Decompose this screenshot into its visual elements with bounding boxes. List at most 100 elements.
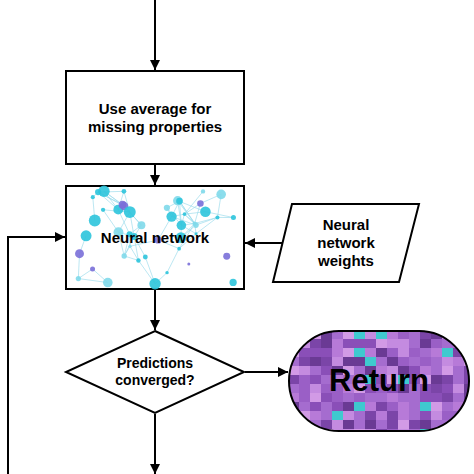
mosaic-cell (299, 402, 310, 411)
mosaic-cell (387, 339, 398, 348)
mosaic-cell (365, 348, 376, 357)
mosaic-cell (409, 402, 420, 411)
mosaic-cell (310, 375, 321, 384)
mosaic-cell (310, 339, 321, 348)
network-dot (137, 221, 145, 229)
mosaic-cell (453, 420, 464, 429)
mosaic-cell (442, 393, 453, 402)
mosaic-cell (376, 348, 387, 357)
mosaic-cell (354, 411, 365, 420)
network-dot (193, 222, 199, 228)
mosaic-cell (464, 331, 469, 339)
parallelogram-border (273, 204, 419, 282)
mosaic-cell (453, 393, 464, 402)
mosaic-cell (310, 384, 321, 393)
network-link (196, 217, 218, 225)
mosaic-cell (343, 348, 354, 357)
mosaic-cell (310, 348, 321, 357)
incoming-arrow (154, 0, 156, 70)
decision-diamond: Predictions converged? (65, 330, 245, 414)
network-dot (165, 271, 168, 274)
mosaic-cell (420, 402, 431, 411)
mosaic-cell (289, 375, 299, 384)
mosaic-cell (431, 366, 442, 375)
flow-arrow (154, 290, 156, 330)
network-dot (121, 253, 126, 258)
mosaic-cell (321, 402, 332, 411)
mosaic-cell (299, 375, 310, 384)
mosaic-cell (464, 429, 469, 431)
mosaic-cell (431, 357, 442, 366)
mosaic-cell (365, 331, 376, 339)
pill-border (289, 331, 469, 431)
mosaic-cell (365, 339, 376, 348)
feedback-loop (8, 237, 65, 474)
mosaic-cell (289, 339, 299, 348)
mosaic-cell (332, 339, 343, 348)
network-dot (223, 253, 230, 260)
mosaic-cell (354, 331, 365, 339)
network-dot (200, 206, 211, 217)
mosaic-cell (299, 384, 310, 393)
mosaic-cell (453, 375, 464, 384)
mosaic-cell (398, 420, 409, 429)
mosaic-cell (310, 366, 321, 375)
mosaic-cell (420, 411, 431, 420)
mosaic-cell (464, 411, 469, 420)
mosaic-cell (464, 420, 469, 429)
network-dot (187, 263, 190, 266)
mosaic-cell (420, 348, 431, 357)
mosaic-cell (387, 331, 398, 339)
mosaic-cell (453, 366, 464, 375)
flow-arrow (245, 371, 288, 373)
network-dot (176, 198, 183, 205)
network-dot (124, 206, 136, 218)
terminal-pill: Return (288, 330, 470, 432)
mosaic-cell (453, 384, 464, 393)
mosaic-cell (442, 357, 453, 366)
mosaic-cell (376, 331, 387, 339)
mosaic-cell (420, 420, 431, 429)
mosaic-cell (365, 411, 376, 420)
flow-arrow (154, 165, 156, 185)
network-dot (90, 266, 95, 271)
network-link (130, 246, 138, 260)
mosaic-cell (343, 402, 354, 411)
mosaic-cell (310, 411, 321, 420)
mosaic-cell (365, 402, 376, 411)
mosaic-cell (409, 339, 420, 348)
network-dot (81, 230, 92, 241)
mosaic-cell (299, 357, 310, 366)
network-dot (89, 215, 101, 227)
network-dot (173, 196, 182, 205)
mosaic-cell (332, 420, 343, 429)
mosaic-cell (387, 402, 398, 411)
mosaic-cell (442, 429, 453, 431)
network-dot (177, 247, 181, 251)
mosaic-cell (343, 339, 354, 348)
network-dot (166, 211, 176, 221)
mosaic-cell (365, 420, 376, 429)
mosaic-cell (431, 411, 442, 420)
mosaic-cell (409, 348, 420, 357)
network-dot (149, 278, 160, 289)
node-label: Use average for missing properties (80, 100, 230, 136)
mosaic-cell (409, 331, 420, 339)
mosaic-cell (310, 402, 321, 411)
mosaic-cell (442, 384, 453, 393)
network-dot (216, 190, 226, 200)
mosaic-cell (289, 411, 299, 420)
mosaic-cell (431, 384, 442, 393)
mosaic-cell (354, 420, 365, 429)
mosaic-cell (453, 429, 464, 431)
process-box: Use average for missing properties (65, 70, 245, 165)
mosaic-cell (398, 331, 409, 339)
mosaic-cell (464, 339, 469, 348)
mosaic-cell (299, 393, 310, 402)
mosaic-cell (354, 339, 365, 348)
network-dot (75, 249, 84, 258)
mosaic-cell (321, 348, 332, 357)
mosaic-cell (343, 331, 354, 339)
network-dot (143, 255, 148, 260)
